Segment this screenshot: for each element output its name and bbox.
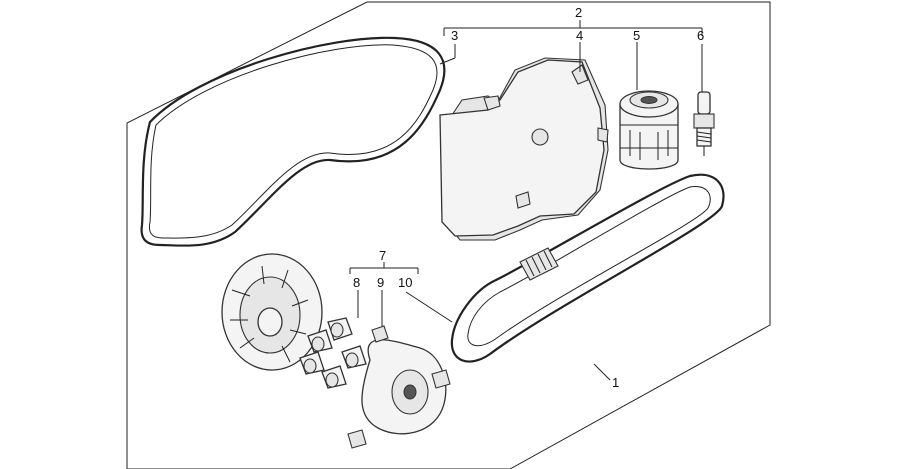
drive-belt-icon[interactable] bbox=[450, 173, 725, 363]
leader-lines bbox=[349, 20, 703, 381]
callout-2: 2 bbox=[575, 5, 582, 20]
variator-icon[interactable] bbox=[221, 253, 447, 435]
callout-8: 8 bbox=[353, 275, 360, 290]
gasket-icon[interactable] bbox=[140, 36, 446, 247]
callout-3: 3 bbox=[451, 28, 458, 43]
oil-filter-icon[interactable] bbox=[619, 90, 679, 170]
callout-10: 10 bbox=[398, 275, 412, 290]
callout-9: 9 bbox=[377, 275, 384, 290]
callout-6: 6 bbox=[697, 28, 704, 43]
kit-boundary bbox=[126, 1, 771, 469]
callout-7: 7 bbox=[379, 248, 386, 263]
callout-labels: 2 3 4 5 6 7 8 9 10 1 bbox=[353, 5, 704, 390]
spark-plug-icon[interactable] bbox=[693, 91, 715, 156]
roller-weights-icon[interactable] bbox=[299, 317, 367, 389]
slider-icon[interactable] bbox=[347, 325, 451, 449]
callout-5: 5 bbox=[633, 28, 640, 43]
air-filter-icon[interactable] bbox=[439, 57, 609, 241]
callout-1: 1 bbox=[612, 375, 619, 390]
callout-4: 4 bbox=[576, 28, 583, 43]
